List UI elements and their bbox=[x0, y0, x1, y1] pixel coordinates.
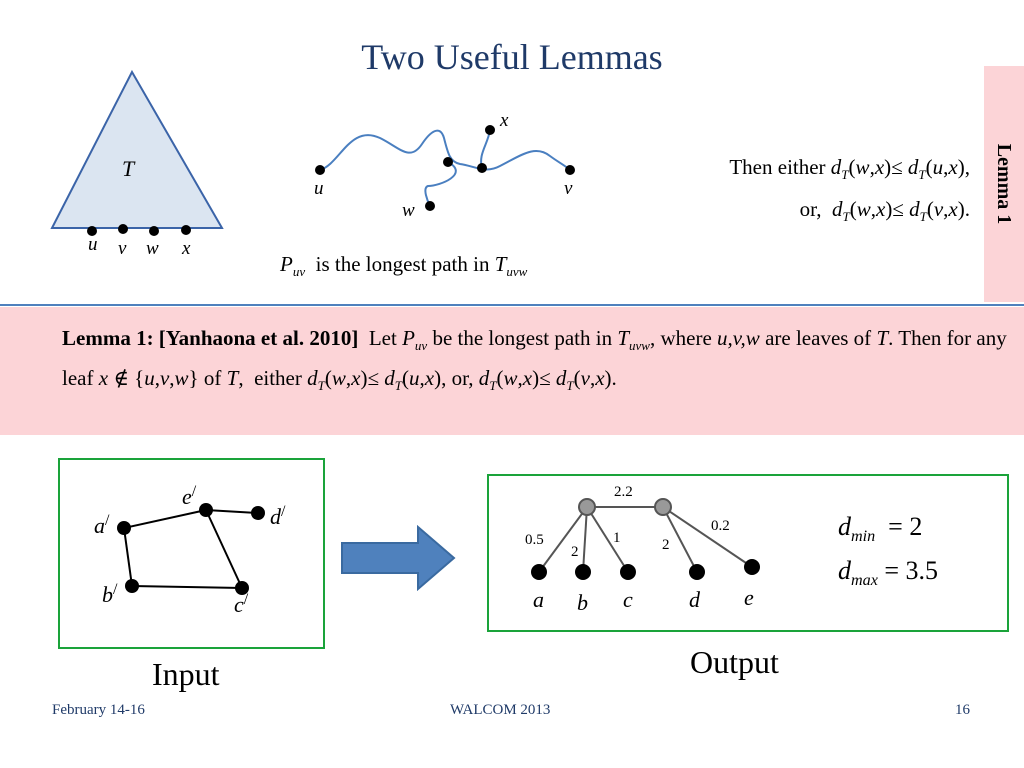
edge-e-c bbox=[205, 509, 243, 589]
longest-path-curve bbox=[319, 129, 571, 171]
path-caption: Puv is the longest path in Tuvw bbox=[280, 252, 528, 280]
edge-a-b bbox=[123, 527, 133, 587]
node-b bbox=[125, 579, 139, 593]
path-figure: u v w x bbox=[314, 110, 575, 221]
leaf-label-b: b bbox=[577, 590, 588, 615]
output-tree-box: 2.2 0.5 2 1 2 0.2 a b c d e bbox=[487, 474, 1009, 632]
edge-to-e bbox=[662, 506, 753, 568]
leaf-label-a: a bbox=[533, 587, 544, 612]
edge-to-a bbox=[538, 506, 588, 573]
edge-b-c bbox=[131, 585, 243, 589]
edge-label-2-2: 2.2 bbox=[614, 484, 633, 500]
leaf-label-e: e bbox=[744, 585, 754, 610]
node-c-label: c/ bbox=[234, 591, 249, 617]
section-divider bbox=[0, 304, 1024, 306]
node-e bbox=[199, 503, 213, 517]
leaf-node-b bbox=[575, 564, 591, 580]
leaf-u-dot bbox=[87, 226, 97, 236]
leaf-v-label: v bbox=[118, 238, 127, 259]
node-u-dot bbox=[315, 165, 325, 175]
footer-page-number: 16 bbox=[955, 702, 970, 718]
input-box-border bbox=[58, 458, 325, 649]
lemma-side-tab: Lemma 1 bbox=[984, 66, 1024, 302]
dmin-line: dmin = 2 bbox=[838, 512, 923, 546]
leaf-label-d: d bbox=[689, 587, 701, 612]
then-line-2: or, dT(w,x)≤ dT(v,x). bbox=[799, 197, 970, 225]
edge-to-c bbox=[586, 506, 629, 573]
then-line-1: Then either dT(w,x)≤ dT(u,x), bbox=[729, 155, 970, 183]
edge-to-b bbox=[582, 506, 588, 573]
edge-label-1: 1 bbox=[613, 530, 621, 546]
leaf-node-d bbox=[689, 564, 705, 580]
edge-label-2-d: 2 bbox=[662, 537, 670, 553]
node-x-dot bbox=[485, 125, 495, 135]
junction-w-dot bbox=[443, 157, 453, 167]
leaf-node-c bbox=[620, 564, 636, 580]
leaf-x-label: x bbox=[181, 238, 191, 259]
path-label-x: x bbox=[499, 110, 509, 131]
leaf-x-dot bbox=[181, 225, 191, 235]
leaf-w-label: w bbox=[146, 238, 159, 259]
branch-to-w bbox=[424, 161, 457, 207]
footer-date: February 14-16 bbox=[52, 702, 145, 718]
edge-label-0-2: 0.2 bbox=[711, 518, 730, 534]
tree-label: T bbox=[122, 156, 136, 181]
edge-e-d bbox=[205, 509, 259, 514]
node-w-dot bbox=[425, 201, 435, 211]
dmax-line: dmax = 3.5 bbox=[838, 556, 939, 590]
page-title: Two Useful Lemmas bbox=[361, 37, 663, 77]
leaf-w-dot bbox=[149, 226, 159, 236]
branch-to-x bbox=[480, 129, 491, 169]
path-label-w: w bbox=[402, 200, 415, 221]
side-tab-label: Lemma 1 bbox=[993, 143, 1015, 225]
leaf-label-c: c bbox=[623, 587, 633, 612]
node-d-label: d/ bbox=[270, 503, 286, 529]
path-label-u: u bbox=[314, 178, 324, 199]
node-e-label: e/ bbox=[182, 483, 197, 509]
lemma-heading: Lemma 1: [Yanhaona et al. 2010] bbox=[62, 326, 359, 350]
right-arrow-icon bbox=[341, 525, 456, 591]
distance-summary: dmin = 2 dmax = 3.5 bbox=[838, 510, 938, 598]
footer-conference: WALCOM 2013 bbox=[450, 702, 551, 718]
lemma-statement-text: Lemma 1: [Yanhaona et al. 2010] Let Puv … bbox=[62, 326, 1007, 394]
node-c bbox=[235, 581, 249, 595]
leaf-v-dot bbox=[118, 224, 128, 234]
path-label-v: v bbox=[564, 178, 573, 199]
lemma-statement-box bbox=[0, 307, 1024, 435]
input-graph-box: a/ b/ c/ d/ e/ bbox=[58, 458, 325, 649]
leaf-node-a bbox=[531, 564, 547, 580]
input-caption: Input bbox=[152, 656, 220, 692]
edge-to-d bbox=[662, 506, 698, 573]
node-a-label: a/ bbox=[94, 512, 110, 538]
output-caption: Output bbox=[690, 644, 779, 680]
output-box-border bbox=[487, 474, 1009, 632]
node-b-label: b/ bbox=[102, 581, 118, 607]
node-d bbox=[251, 506, 265, 520]
edge-a-e bbox=[123, 509, 207, 529]
edge-label-2-b: 2 bbox=[571, 544, 579, 560]
node-a bbox=[117, 521, 131, 535]
edge-label-0-5: 0.5 bbox=[525, 532, 544, 548]
leaf-node-e bbox=[744, 559, 760, 575]
internal-node-2 bbox=[654, 498, 672, 516]
junction-x-dot bbox=[477, 163, 487, 173]
internal-node-1 bbox=[578, 498, 596, 516]
then-statement: Then either dT(w,x)≤ dT(u,x), or, dT(w,x… bbox=[610, 150, 970, 234]
leaf-u-label: u bbox=[88, 234, 98, 255]
tree-triangle bbox=[50, 69, 224, 229]
tree-triangle-figure: T u v w x bbox=[50, 69, 224, 259]
node-v-dot bbox=[565, 165, 575, 175]
